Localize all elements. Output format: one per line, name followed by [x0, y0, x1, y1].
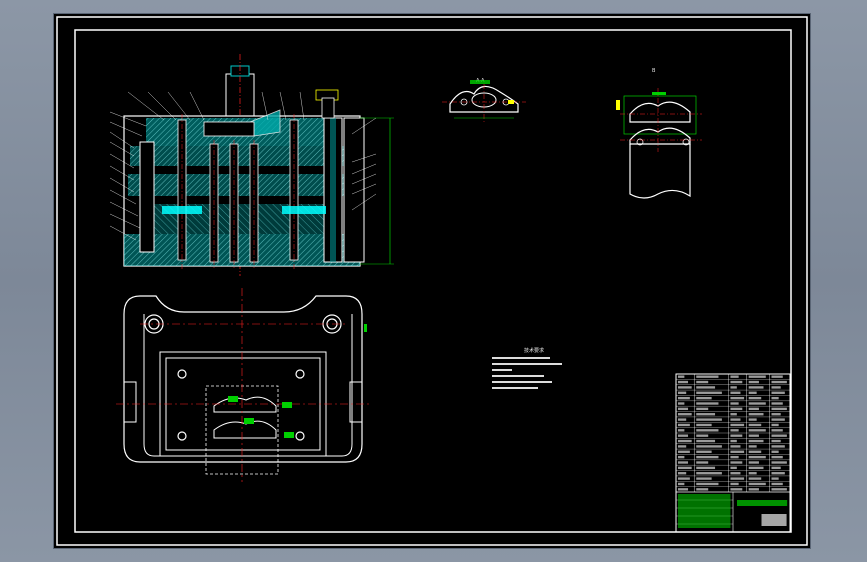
technical-notes: 技术要求 [492, 347, 562, 389]
plan-view [123, 295, 363, 475]
inner-border [74, 29, 792, 533]
section-view [109, 54, 394, 276]
plan-dimensions [228, 324, 367, 438]
detail-view-part-b: B [616, 68, 702, 199]
outer-border [56, 16, 808, 546]
detail-view-part-a: A-A [442, 78, 526, 124]
mold-assembly-drawing: A-A B 技术要求 [56, 16, 808, 546]
notes-title: 技术要求 [524, 347, 544, 354]
plan-centerlines [116, 288, 372, 482]
detail-b-label: B [652, 68, 656, 74]
title-block [675, 373, 791, 533]
cad-drawing-viewport[interactable]: A-A B 技术要求 [54, 14, 810, 548]
